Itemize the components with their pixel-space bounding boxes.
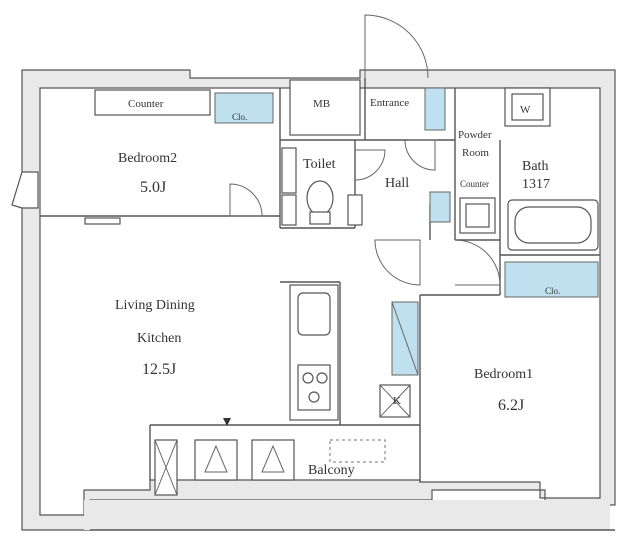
washer [511,93,544,121]
washer-label: W [520,104,531,116]
burner-3 [308,391,320,403]
balcony-label: Balcony [308,463,355,478]
stove [297,364,331,411]
radiator-bedroom2 [84,217,121,225]
counter-bedroom2-label: Counter [128,98,164,110]
closets: Clo. Clo. [214,87,599,376]
closet-bedroom1 [504,261,599,298]
entrance-label: Entrance [370,97,409,109]
toilet-label: Toilet [303,157,336,172]
toilet-ps [281,194,297,226]
outer-walls [21,69,616,531]
balcony-dashed-area [329,439,386,463]
bedroom1-size: 6.2J [498,397,524,414]
toilet-tank [309,211,331,225]
ldk-label-line2: Kitchen [137,331,181,346]
hall-label: Hall [385,176,409,191]
bedroom2-window [11,171,39,209]
toilet-counter [281,147,297,194]
fridge-label: K [393,395,401,407]
partitions [40,78,600,482]
kitchen-fixtures [289,284,411,421]
powder-room-line1: Powder [458,129,492,141]
burner-2 [316,372,328,384]
balcony-arrow [223,418,231,426]
door-swings [229,139,501,286]
toilet-fixtures [281,147,363,226]
balcony-floor-band [84,500,610,530]
shoes-closet [424,87,446,131]
bedroom2-label: Bedroom2 [118,151,177,166]
bedroom1-label: Bedroom1 [474,367,533,382]
closet-bedroom2-label: Clo. [232,112,247,122]
shoes-closet-2 [429,191,451,223]
powder-counter-label: Counter [460,179,489,189]
closet-bedroom2 [214,92,274,124]
bathtub-inner [514,206,592,244]
kitchen-sink [297,292,331,336]
closet-bedroom1-label: Clo. [545,286,560,296]
washbasin-inner [465,203,490,228]
toilet-bowl [306,180,334,216]
ldk-size: 12.5J [142,361,176,378]
balcony-fixtures [154,418,386,496]
mb-label: MB [313,98,330,110]
mb-box [289,79,361,136]
ldk-label-line1: Living Dining [115,298,195,313]
bath-size: 1317 [522,177,550,192]
bedroom2-size: 5.0J [140,179,166,196]
bath-fixtures [459,87,599,251]
counter-bedroom2 [94,89,211,116]
entrance-door [364,14,429,79]
powder-room-line2: Room [462,147,489,159]
hall-ps [347,194,363,226]
window-marks [11,171,121,225]
burner-1 [302,372,314,384]
bath-label: Bath [522,159,548,174]
